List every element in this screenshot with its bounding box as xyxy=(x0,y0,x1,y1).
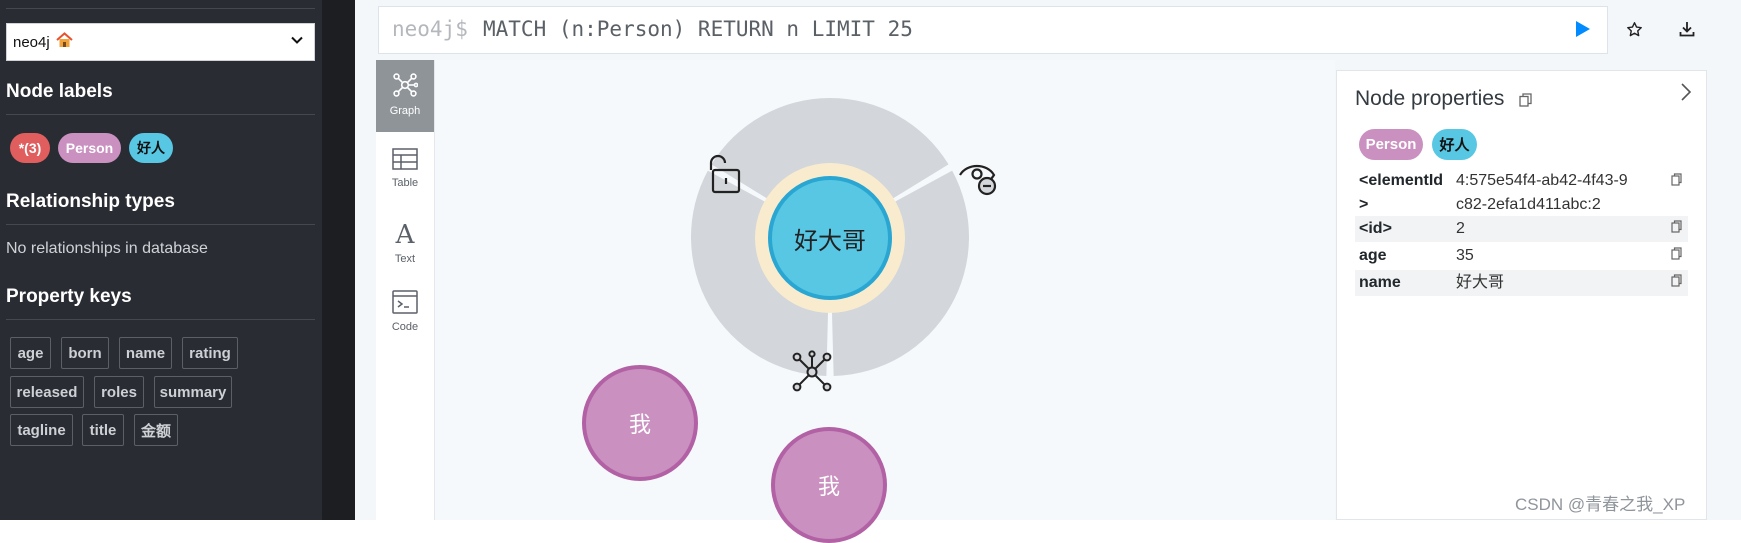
copy-icon[interactable] xyxy=(1671,247,1682,265)
svg-text:A: A xyxy=(395,220,416,246)
graph-node[interactable]: 我 xyxy=(582,365,698,481)
hide-node-icon[interactable] xyxy=(957,155,1001,204)
graph-icon xyxy=(392,72,419,101)
property-value: 2 xyxy=(1456,220,1465,237)
view-code-label: Code xyxy=(391,321,419,333)
view-text-label: Text xyxy=(394,253,416,265)
node-properties-title: Node properties xyxy=(1355,87,1505,110)
property-key-tag[interactable]: name xyxy=(119,337,172,369)
view-table-button[interactable]: Table xyxy=(376,136,434,208)
view-switcher: Graph Table A Text Code xyxy=(376,60,435,520)
divider xyxy=(6,8,315,9)
divider xyxy=(6,224,315,225)
view-code-button[interactable]: Code xyxy=(376,278,434,350)
property-key-tag[interactable]: released xyxy=(10,376,84,408)
node-label-person[interactable]: Person xyxy=(58,133,121,163)
sidebar-edge xyxy=(322,0,355,520)
property-row: age 35 xyxy=(1355,243,1688,269)
property-key-tag[interactable]: tagline xyxy=(10,414,73,446)
graph-node[interactable]: 我 xyxy=(771,427,887,543)
download-button[interactable] xyxy=(1679,21,1695,42)
divider xyxy=(6,319,315,320)
node-properties-panel: Node properties Person 好人 <elementId> 4:… xyxy=(1336,70,1707,520)
text-icon: A xyxy=(394,220,416,250)
view-table-label: Table xyxy=(391,177,419,189)
collapse-panel-icon[interactable] xyxy=(1677,81,1695,108)
sidebar: neo4j Node labels *(3) Person 好人 Relatio… xyxy=(0,0,322,520)
property-key-tag[interactable]: title xyxy=(82,414,124,446)
divider xyxy=(6,114,315,115)
copy-icon[interactable] xyxy=(1519,93,1532,112)
node-action-ring xyxy=(691,97,969,376)
property-row: <elementId> 4:575e54f4-ab42-4f43-9c82-2e… xyxy=(1355,169,1688,215)
ring-segment-hide[interactable] xyxy=(831,170,969,376)
code-icon xyxy=(392,290,418,317)
view-graph-button[interactable]: Graph xyxy=(376,60,434,132)
node-label-all[interactable]: *(3) xyxy=(10,133,50,163)
ring-segment-unlock[interactable] xyxy=(711,97,949,199)
property-label-person[interactable]: Person xyxy=(1359,129,1423,160)
database-select[interactable]: neo4j xyxy=(6,23,315,61)
favorite-button[interactable] xyxy=(1626,21,1643,43)
property-key: <id> xyxy=(1359,220,1392,237)
property-key-tag[interactable]: age xyxy=(10,337,51,369)
relationship-types-heading: Relationship types xyxy=(6,191,175,212)
graph-node-caption: 我 xyxy=(817,474,840,499)
editor-query[interactable]: MATCH (n:Person) RETURN n LIMIT 25 xyxy=(483,17,913,41)
property-row: <id> 2 xyxy=(1355,216,1688,242)
expand-graph-icon[interactable] xyxy=(790,350,834,399)
copy-icon[interactable] xyxy=(1671,220,1682,238)
property-key-tag[interactable]: 金额 xyxy=(134,414,178,446)
graph-node-caption: 我 xyxy=(628,412,651,437)
chevron-down-icon xyxy=(290,33,304,51)
unlock-icon[interactable] xyxy=(703,152,747,201)
view-graph-label: Graph xyxy=(389,105,421,117)
property-key-tag[interactable]: rating xyxy=(182,337,238,369)
copy-icon[interactable] xyxy=(1671,274,1682,292)
property-key: name xyxy=(1359,274,1401,291)
property-key-tag[interactable]: born xyxy=(61,337,109,369)
home-icon xyxy=(56,32,73,52)
selected-node[interactable]: 好大哥 xyxy=(768,176,892,300)
watermark: CSDN @青春之我_XP xyxy=(1515,495,1686,514)
node-label-haoren[interactable]: 好人 xyxy=(129,133,173,163)
editor-prompt: neo4j$ xyxy=(392,17,468,41)
property-key: age xyxy=(1359,247,1387,264)
copy-icon[interactable] xyxy=(1671,173,1682,191)
property-key-tag[interactable]: roles xyxy=(94,376,144,408)
view-text-button[interactable]: A Text xyxy=(376,208,434,280)
selected-node-caption: 好大哥 xyxy=(794,227,866,255)
property-value: 好大哥 xyxy=(1456,274,1505,291)
property-label-haoren[interactable]: 好人 xyxy=(1432,129,1477,160)
graph-canvas[interactable]: 好大哥 我 我 xyxy=(435,60,1335,543)
property-keys-heading: Property keys xyxy=(6,286,132,307)
download-icon xyxy=(1679,22,1695,41)
property-value: 4:575e54f4-ab42-4f43-9c82-2efa1d411abc:2 xyxy=(1456,172,1628,213)
star-icon xyxy=(1626,22,1643,42)
table-icon xyxy=(392,148,418,173)
node-labels-heading: Node labels xyxy=(6,81,113,102)
database-select-value: neo4j xyxy=(13,33,50,51)
query-editor[interactable]: neo4j$ MATCH (n:Person) RETURN n LIMIT 2… xyxy=(378,6,1608,54)
play-icon xyxy=(1575,21,1591,42)
property-key: <elementId> xyxy=(1359,172,1444,213)
no-relationships-text: No relationships in database xyxy=(6,240,208,257)
property-key-tag[interactable]: summary xyxy=(154,376,232,408)
property-value: 35 xyxy=(1456,247,1474,264)
ring-segment-expand[interactable] xyxy=(691,170,829,376)
run-query-button[interactable] xyxy=(1575,20,1591,43)
property-row: name 好大哥 xyxy=(1355,270,1688,296)
